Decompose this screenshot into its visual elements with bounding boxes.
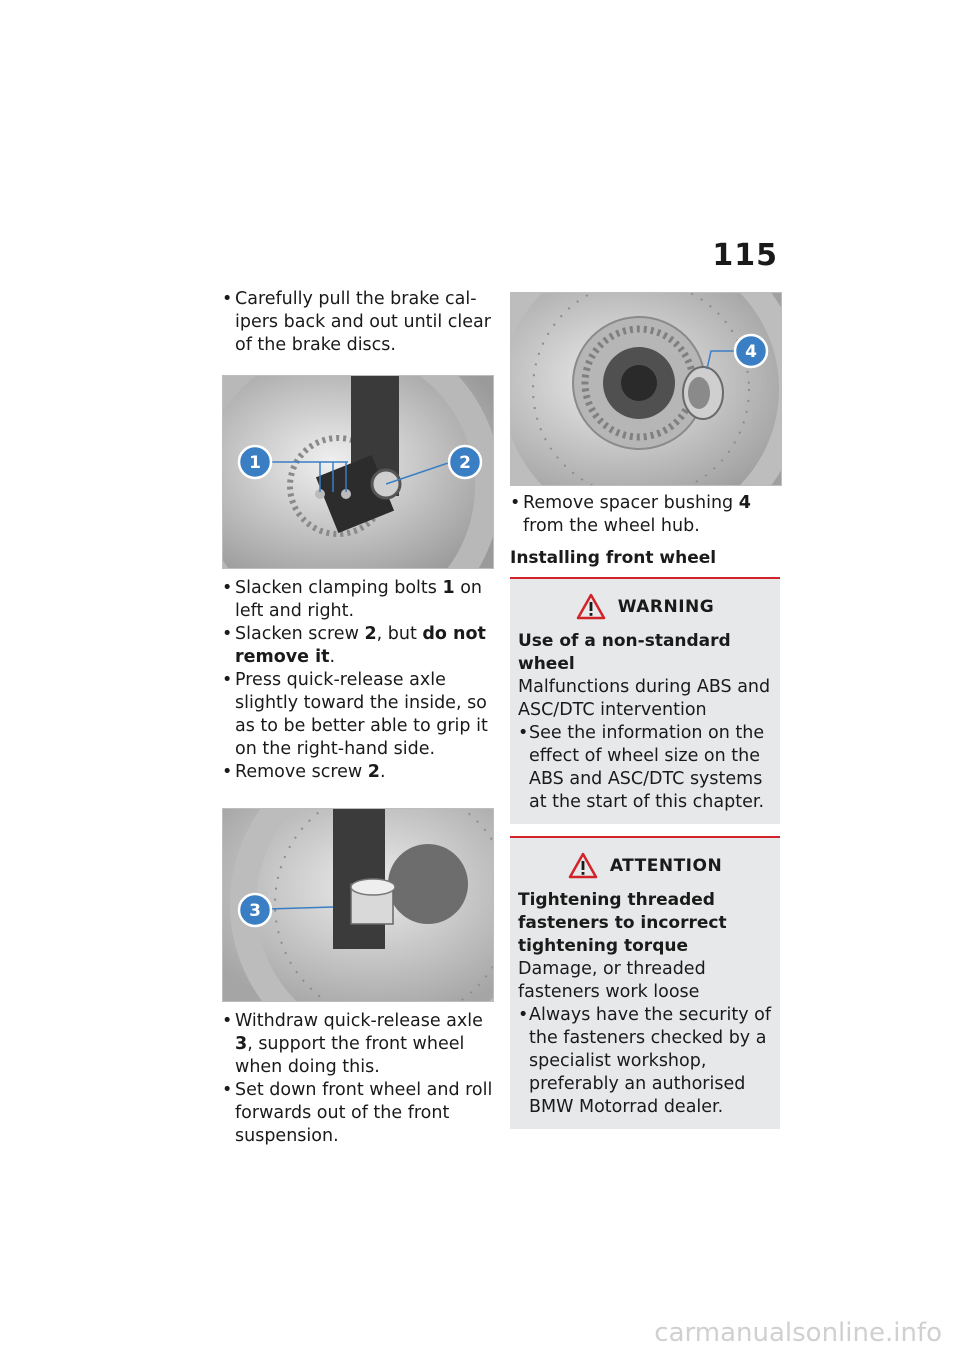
bullet-icon: • [518, 723, 529, 743]
instruction-step: • Withdraw quick-release axle 3, support… [222, 1010, 494, 1079]
instruction-step: • Set down front wheel and roll forwards… [222, 1079, 494, 1148]
instruction-step: • Slacken clamping bolts 1 on left and r… [222, 577, 494, 623]
step-text: Set down front wheel and roll forwards o… [235, 1080, 493, 1146]
bullet-icon: • [222, 670, 233, 690]
warning-triangle-icon [568, 852, 598, 879]
callout-2: 2 [459, 453, 471, 473]
instruction-step: • Press quick-release axle slightly towa… [222, 669, 494, 761]
warning-notice: WARNING Use of a non-standard wheel Malf… [510, 577, 780, 824]
notice-title: WARNING [617, 596, 715, 617]
emphasis-text: do not remove it [235, 624, 486, 667]
step-text: Remove screw [235, 762, 368, 782]
callout-1: 1 [249, 453, 261, 473]
right-column: 4 • Remove spacer bushing 4 from the whe… [510, 292, 782, 1129]
notice-header: WARNING [518, 593, 772, 620]
bullet-icon: • [222, 762, 233, 782]
notice-action-text: Always have the security of the fastener… [529, 1005, 771, 1117]
brake-caliper-bolts-figure: 1 2 [222, 375, 494, 569]
step-text: , but [376, 624, 423, 644]
step-text: from the wheel hub. [523, 516, 700, 536]
bullet-icon: • [510, 493, 521, 513]
step-text: , support the front wheel when doing thi… [235, 1034, 465, 1077]
bullet-icon: • [222, 289, 233, 309]
section-heading: Installing front wheel [510, 548, 717, 568]
warning-triangle-icon [576, 593, 606, 620]
notice-title: ATTENTION [609, 855, 723, 876]
step-text: . [379, 762, 386, 782]
bullet-icon: • [222, 578, 233, 598]
left-column: • Carefully pull the brake cal­ipers bac… [222, 288, 494, 1148]
watermark: carmanualsonline.info [654, 1318, 942, 1348]
quick-release-axle-figure: 3 [222, 808, 494, 1002]
step-text: Slacken screw [235, 624, 365, 644]
step-text: Slacken clamping bolts [235, 578, 443, 598]
part-number: 3 [235, 1034, 248, 1054]
step-text: Carefully pull the brake cal­ipers back … [235, 289, 491, 355]
notice-action-text: See the information on the effect of whe… [529, 723, 765, 812]
bullet-icon: • [222, 1011, 233, 1031]
notice-action: • See the information on the effect of w… [518, 722, 772, 814]
page-number: 115 [712, 238, 778, 273]
bullet-icon: • [518, 1005, 529, 1025]
callout-4: 4 [745, 342, 757, 362]
notice-hazard: Tightening threaded fasten­ers to incorr… [518, 890, 727, 956]
bullet-icon: • [222, 624, 233, 644]
bullet-icon: • [222, 1080, 233, 1100]
callout-3: 3 [249, 901, 261, 921]
part-number: 4 [738, 493, 751, 513]
attention-notice: ATTENTION Tightening threaded fasten­ers… [510, 836, 780, 1129]
notice-hazard: Use of a non-standard wheel [518, 631, 731, 674]
notice-consequence: Malfunctions during ABS and ASC/DTC inte… [518, 677, 771, 720]
step-text: on left and right. [235, 578, 483, 621]
part-number: 2 [364, 624, 377, 644]
part-number: 2 [367, 762, 380, 782]
step-text: Press quick-release axle slightly toward… [235, 670, 488, 759]
part-number: 1 [442, 578, 455, 598]
notice-action: • Always have the security of the fasten… [518, 1004, 772, 1119]
notice-consequence: Damage, or threaded fasten­ers work loos… [518, 959, 706, 1002]
notice-header: ATTENTION [518, 852, 772, 879]
step-text: Remove spacer bushing [523, 493, 739, 513]
step-text: Withdraw quick-release axle [235, 1011, 483, 1031]
instruction-step: • Carefully pull the brake cal­ipers bac… [222, 288, 494, 357]
spacer-bushing-figure: 4 [510, 292, 782, 486]
instruction-step: • Slacken screw 2, but do not remove it. [222, 623, 494, 669]
step-text: . [329, 647, 336, 667]
instruction-step: • Remove screw 2. [222, 761, 494, 784]
instruction-step: • Remove spacer bushing 4 from the wheel… [510, 492, 780, 538]
